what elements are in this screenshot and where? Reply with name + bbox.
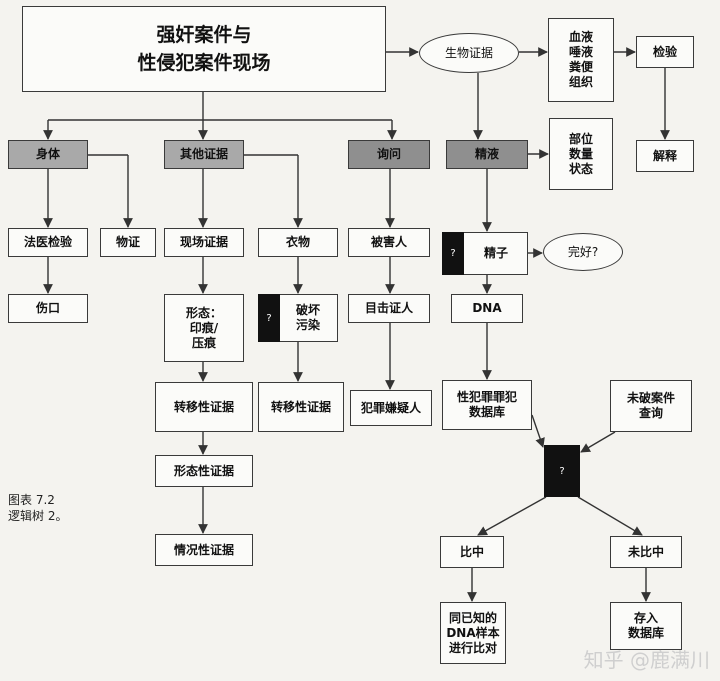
bio-evidence-node: 生物证据: [419, 33, 519, 73]
test-node: 检验: [636, 36, 694, 68]
dna-node: DNA: [451, 294, 523, 323]
physical-evidence-node: 物证: [100, 228, 156, 257]
connector-34: [577, 496, 643, 536]
other-evidence-node: 其他证据: [164, 140, 244, 169]
semen-node: 精液: [446, 140, 528, 169]
no-match-node: 未比中: [610, 536, 682, 568]
unsolved-query-node: 未破案件 查询: [610, 380, 692, 432]
connector-32: [580, 431, 616, 453]
connector-31: [531, 414, 545, 448]
transfer-evidence-1-node: 转移性证据: [155, 382, 253, 432]
form-evidence-node: 形态性证据: [155, 455, 253, 487]
semen-attrs-node: 部位 数量 状态: [549, 118, 613, 190]
victim-node: 被害人: [348, 228, 430, 257]
sex-offender-db-node: 性犯罪罪犯 数据库: [442, 380, 532, 430]
clothing-node: 衣物: [258, 228, 338, 257]
connector-33: [477, 496, 547, 536]
scene-evidence-node: 现场证据: [164, 228, 244, 257]
intact-node: 完好?: [543, 233, 623, 271]
store-node: 存入 数据库: [610, 602, 682, 650]
situation-evidence-node: 情况性证据: [155, 534, 253, 566]
title-box: 强奸案件与 性侵犯案件现场: [22, 6, 386, 92]
interpret-node: 解释: [636, 140, 694, 172]
matching-question-box: ?: [544, 445, 580, 497]
watermark: 知乎 @鹿满川: [583, 648, 710, 672]
compare-node: 同已知的 DNA样本 进行比对: [440, 602, 506, 664]
forensic-exam-node: 法医检验: [8, 228, 88, 257]
inquiry-node: 询问: [348, 140, 430, 169]
suspect-node: 犯罪嫌疑人: [350, 390, 432, 426]
witness-node: 目击证人: [348, 294, 430, 323]
figure-caption: 图表 7.2 逻辑树 2。: [8, 493, 68, 523]
damage-question-mark: ?: [258, 294, 280, 342]
sperm-question-mark: ?: [442, 232, 464, 275]
fluids-node: 血液 唾液 粪便 组织: [548, 18, 614, 102]
match-node: 比中: [440, 536, 504, 568]
wound-node: 伤口: [8, 294, 88, 323]
morphology-node: 形态： 印痕/ 压痕: [164, 294, 244, 362]
transfer-evidence-2-node: 转移性证据: [258, 382, 344, 432]
body-node: 身体: [8, 140, 88, 169]
